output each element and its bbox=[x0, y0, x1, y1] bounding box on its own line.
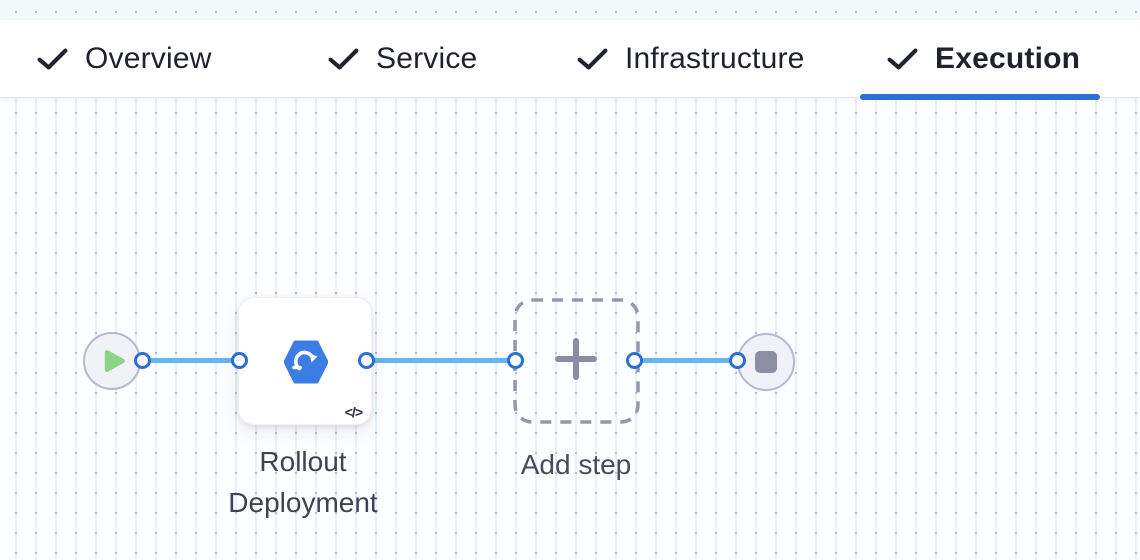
stage-canvas-edge bbox=[0, 0, 1140, 20]
edge-port[interactable] bbox=[231, 352, 248, 369]
plus-icon bbox=[513, 298, 640, 424]
add-step-label: Add step bbox=[520, 449, 632, 480]
edge-port[interactable] bbox=[507, 352, 524, 369]
edge-port[interactable] bbox=[358, 352, 375, 369]
stop-icon bbox=[755, 351, 777, 373]
tab-execution[interactable]: Execution bbox=[887, 20, 1080, 98]
check-icon bbox=[887, 48, 918, 70]
edge-connector bbox=[635, 358, 738, 363]
tab-label: Infrastructure bbox=[625, 42, 805, 75]
stage-tabbar: Overview Service Infrastructure Executio… bbox=[0, 20, 1140, 100]
code-badge: </> bbox=[344, 404, 363, 420]
active-tab-underline bbox=[860, 94, 1100, 100]
check-icon bbox=[577, 48, 608, 70]
end-node[interactable] bbox=[737, 333, 795, 391]
edge-connector bbox=[367, 358, 516, 363]
execution-canvas[interactable]: </> Rollout Deployment Add step bbox=[0, 98, 1140, 560]
tab-label: Execution bbox=[935, 42, 1081, 75]
step-node-rollout-deployment[interactable]: </> bbox=[238, 297, 372, 425]
tab-infrastructure[interactable]: Infrastructure bbox=[577, 20, 805, 98]
tab-label: Service bbox=[376, 42, 478, 75]
add-step-button[interactable] bbox=[513, 298, 640, 424]
check-icon bbox=[37, 48, 68, 70]
tab-overview[interactable]: Overview bbox=[37, 20, 212, 98]
edge-connector bbox=[143, 358, 240, 363]
start-node[interactable] bbox=[83, 332, 141, 390]
play-icon bbox=[104, 350, 125, 372]
edge-port[interactable] bbox=[729, 352, 746, 369]
edge-port[interactable] bbox=[134, 352, 151, 369]
tab-service[interactable]: Service bbox=[328, 20, 477, 98]
k8s-rollout-icon bbox=[284, 340, 328, 384]
check-icon bbox=[328, 48, 359, 70]
edge-port[interactable] bbox=[626, 352, 643, 369]
step-node-label: Rollout Deployment bbox=[228, 446, 378, 518]
tab-label: Overview bbox=[85, 42, 212, 75]
